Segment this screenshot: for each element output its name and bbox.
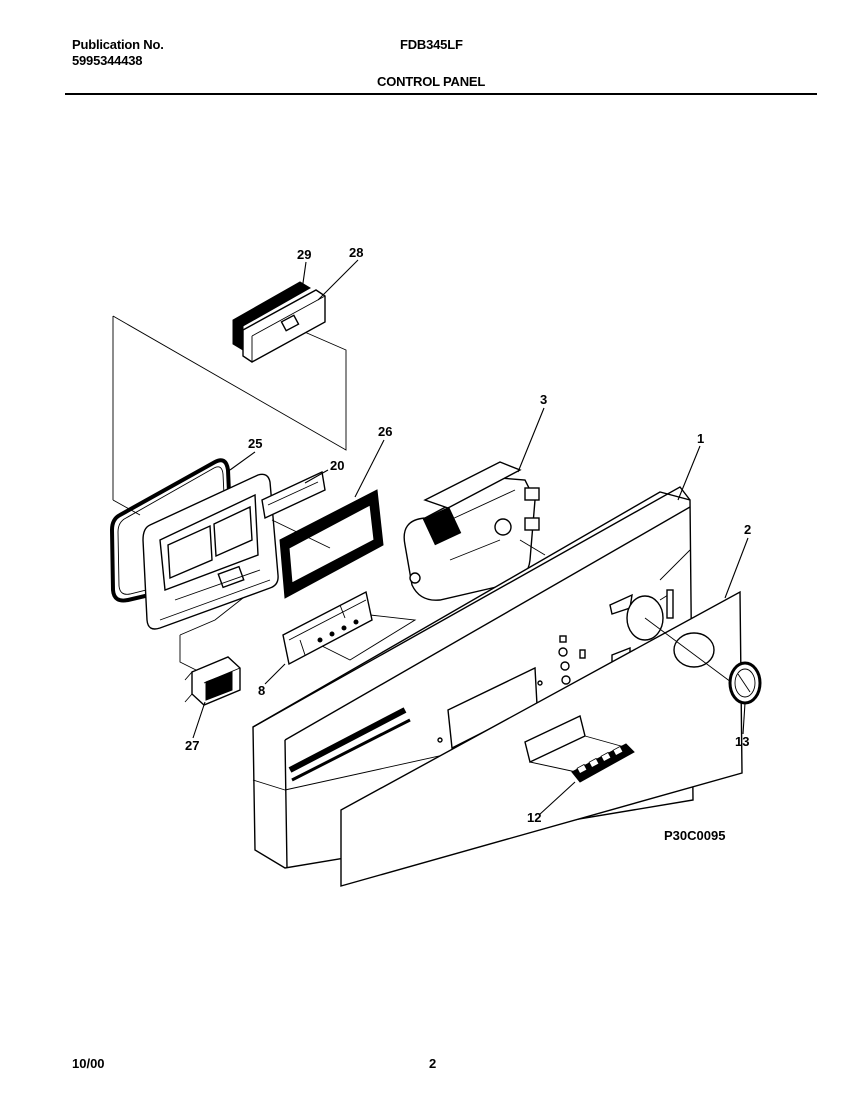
callout-29: 29	[297, 247, 311, 262]
callout-labels: 29 28 3 25 26 20 1 2 8 27 13 12 P30C0095	[185, 245, 751, 843]
callout-13: 13	[735, 734, 749, 749]
section-title: CONTROL PANEL	[377, 74, 486, 89]
part-13-knob	[728, 661, 762, 705]
footer-date: 10/00	[72, 1056, 105, 1071]
part-3-timer	[403, 461, 546, 601]
part-26-frame	[271, 489, 384, 599]
leader-lines	[192, 259, 749, 816]
callout-28: 28	[349, 245, 363, 260]
projection-lines	[112, 315, 417, 673]
callout-20: 20	[330, 458, 344, 473]
part-27-connector	[184, 656, 241, 706]
diagram-code: P30C0095	[664, 828, 725, 843]
publication-label: Publication No.	[72, 37, 164, 52]
part-12-keypad	[524, 715, 635, 783]
part-28-29-lens-holder	[232, 281, 326, 363]
model-number: FDB345LF	[400, 37, 463, 52]
callout-26: 26	[378, 424, 392, 439]
publication-number: 5995344438	[72, 53, 143, 68]
callout-8: 8	[258, 683, 265, 698]
callout-1: 1	[697, 431, 704, 446]
page-number: 2	[429, 1056, 437, 1071]
callout-3: 3	[540, 392, 547, 407]
header-rule	[65, 93, 817, 95]
callout-12: 12	[527, 810, 541, 825]
part-20-display-housing	[142, 470, 326, 630]
callout-27: 27	[185, 738, 199, 753]
callout-2: 2	[744, 522, 751, 537]
part-8-switch-board	[282, 590, 373, 666]
callout-25: 25	[248, 436, 262, 451]
